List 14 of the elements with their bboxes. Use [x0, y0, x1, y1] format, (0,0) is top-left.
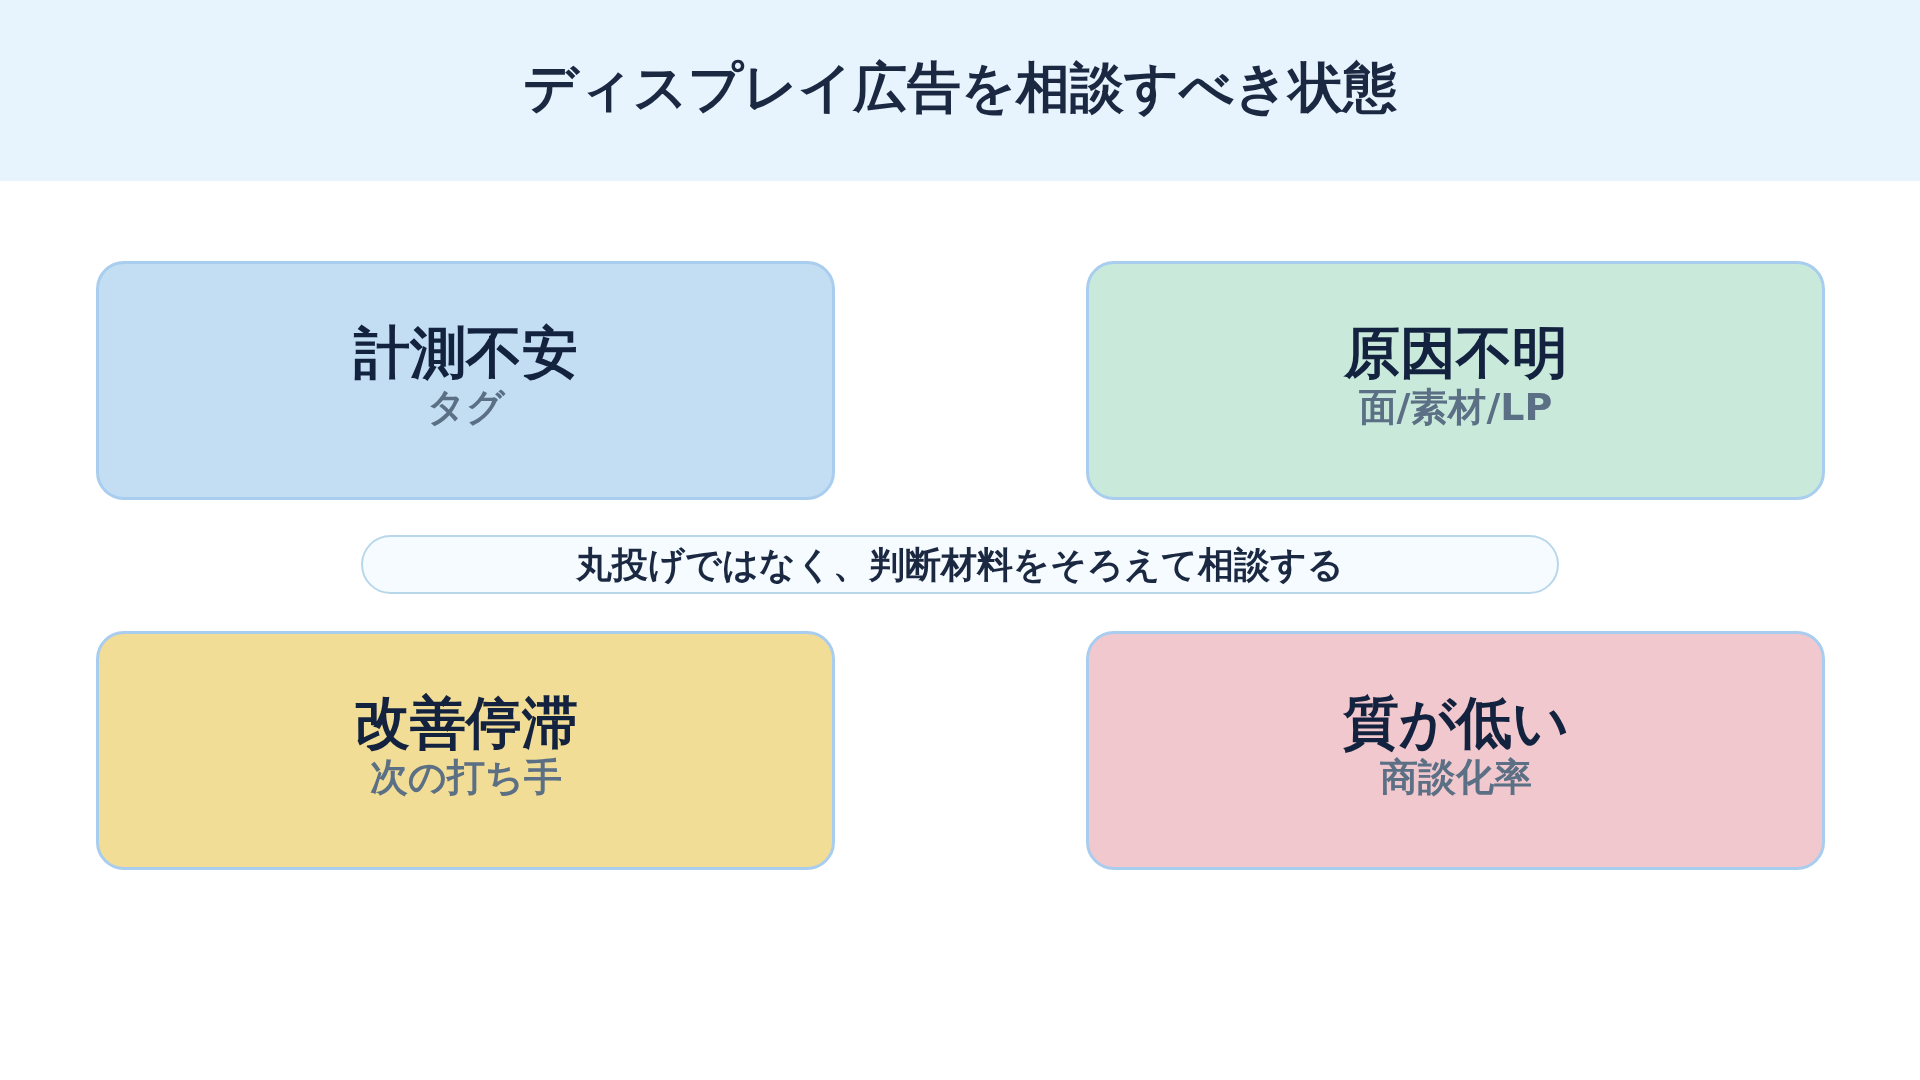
card-heading: 質が低い: [1342, 690, 1569, 755]
card-heading: 改善停滞: [353, 690, 578, 755]
category-card: [96, 261, 835, 500]
card-heading: 計測不安: [353, 320, 578, 385]
card-heading: 原因不明: [1343, 320, 1568, 385]
card-subtitle: 面/素材/LP: [1358, 384, 1553, 431]
banner-text: 丸投げではなく、判断材料をそろえて相談する: [576, 542, 1344, 587]
category-card: [1086, 261, 1825, 500]
page-title: ディスプレイ広告を相談すべき状態: [523, 56, 1397, 121]
card-subtitle: 次の打ち手: [369, 754, 562, 801]
category-card: [1086, 631, 1825, 870]
category-card: [96, 631, 835, 870]
card-subtitle: 商談化率: [1379, 754, 1532, 801]
card-subtitle: タグ: [426, 384, 505, 431]
